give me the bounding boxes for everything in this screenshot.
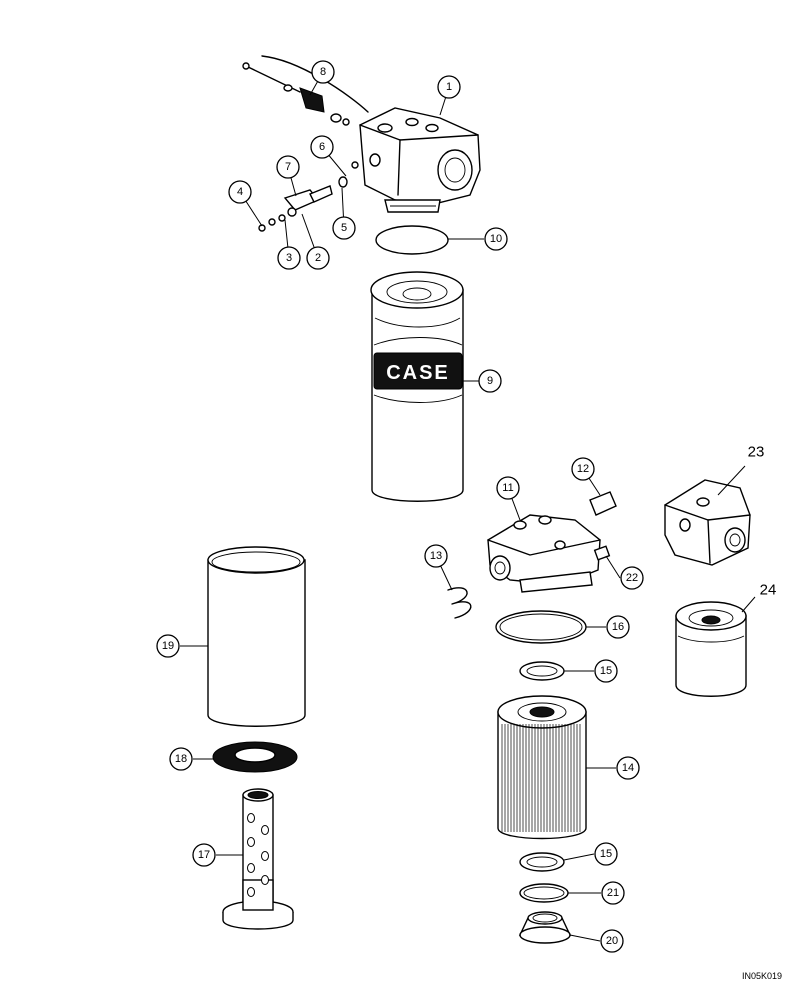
svg-text:5: 5 — [341, 222, 347, 234]
callout-18: 18 — [169, 747, 193, 771]
illustration-code: IN05K019 — [742, 971, 782, 981]
callout-16: 16 — [606, 615, 630, 639]
filter-element-24 — [675, 601, 747, 697]
svg-text:16: 16 — [612, 621, 624, 633]
svg-text:11: 11 — [502, 482, 513, 494]
relief-valve-parts — [242, 55, 369, 232]
o-ring-16 — [495, 610, 587, 644]
standpipe-slot — [247, 887, 255, 897]
seal-15-bottom — [519, 852, 565, 872]
callout-6: 6 — [310, 135, 334, 159]
svg-text:10: 10 — [490, 233, 502, 245]
svg-text:22: 22 — [626, 572, 638, 584]
standpipe-slot — [247, 813, 255, 823]
filter-pleats — [501, 724, 581, 832]
callout-17: 17 — [192, 843, 216, 867]
callout-10: 10 — [484, 227, 508, 251]
svg-text:1: 1 — [446, 81, 452, 93]
callout-2: 2 — [306, 246, 330, 270]
callout-12: 12 — [571, 457, 595, 481]
filter-brand-label: CASE — [386, 362, 450, 384]
callout-21: 21 — [601, 881, 625, 905]
callout-8: 8 — [311, 60, 335, 84]
callout-13: 13 — [424, 544, 448, 568]
svg-text:8: 8 — [320, 66, 326, 78]
svg-text:13: 13 — [430, 550, 442, 562]
standpipe-slot — [247, 837, 255, 847]
svg-text:19: 19 — [162, 640, 174, 652]
svg-text:2: 2 — [315, 252, 321, 264]
callout-1: 1 — [437, 75, 461, 99]
svg-text:15: 15 — [600, 665, 612, 677]
filter-head-23 — [664, 479, 751, 566]
washer-18 — [212, 741, 298, 773]
callout-15-top: 15 — [594, 659, 618, 683]
callout-5: 5 — [332, 216, 356, 240]
sleeve-19 — [207, 546, 306, 727]
svg-text:12: 12 — [577, 463, 589, 475]
svg-text:7: 7 — [285, 161, 291, 173]
callout-7: 7 — [276, 155, 300, 179]
svg-text:17: 17 — [198, 849, 210, 861]
filter-head-lower — [447, 491, 617, 619]
filter-head-upper — [359, 107, 481, 213]
label-24: 24 — [760, 582, 777, 599]
standpipe-slot — [261, 875, 269, 885]
svg-text:6: 6 — [319, 141, 325, 153]
adapter-20 — [518, 911, 572, 944]
callout-3: 3 — [277, 246, 301, 270]
svg-text:20: 20 — [606, 935, 618, 947]
standpipe-slot — [261, 825, 269, 835]
standpipe-holes — [247, 813, 269, 897]
svg-text:15: 15 — [600, 848, 612, 860]
filter-element-9: CASE — [370, 271, 464, 502]
o-ring-10 — [375, 225, 449, 255]
svg-text:21: 21 — [607, 887, 619, 899]
svg-text:18: 18 — [175, 753, 187, 765]
standpipe-17 — [222, 788, 294, 930]
svg-text:9: 9 — [487, 375, 493, 387]
callout-22: 22 — [620, 566, 644, 590]
standpipe-slot — [247, 863, 255, 873]
callout-9: 9 — [478, 369, 502, 393]
callout-11: 11 — [496, 476, 520, 500]
callout-20: 20 — [600, 929, 624, 953]
seal-15-top — [519, 661, 565, 681]
callout-14: 14 — [616, 756, 640, 780]
svg-text:14: 14 — [622, 762, 634, 774]
svg-text:4: 4 — [237, 186, 243, 198]
callout-19: 19 — [156, 634, 180, 658]
callout-4: 4 — [228, 180, 252, 204]
callout-15-bottom: 15 — [594, 842, 618, 866]
label-23: 23 — [748, 444, 765, 461]
o-ring-21 — [519, 883, 569, 903]
standpipe-slot — [261, 851, 269, 861]
svg-text:3: 3 — [286, 252, 292, 264]
